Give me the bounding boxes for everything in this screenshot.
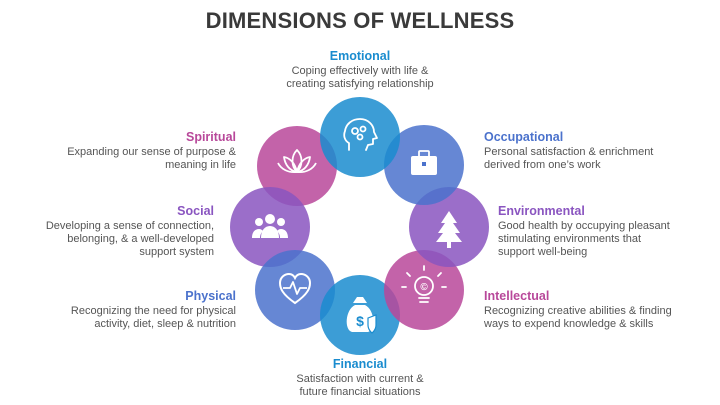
occupational-heading: Occupational [484,130,564,144]
circle-intellectual [384,250,464,330]
svg-text:$: $ [356,313,364,329]
briefcase-icon [411,150,437,175]
label-physical: Physical Recognizing the need for physic… [36,290,236,331]
emotional-heading: Emotional [329,49,391,63]
occupational-description: Personal satisfaction & enrichment deriv… [484,146,654,171]
label-spiritual: Spiritual Expanding our sense of purpose… [36,131,236,172]
environmental-description: Good health by occupying pleasant stimul… [498,220,670,258]
svg-text:©: © [420,282,428,293]
label-financial: Financial Satisfaction with current & fu… [260,358,460,399]
circle-emotional [320,97,400,177]
label-social: Social Developing a sense of connection,… [16,205,214,259]
financial-description: Satisfaction with current & future finan… [296,373,424,398]
heartbeat-icon [278,272,312,305]
tree-icon [436,211,462,248]
environmental-heading: Environmental [498,204,585,218]
money-bag-icon: $ [346,297,377,334]
intellectual-heading: Intellectual [484,289,550,303]
lightbulb-icon: © [401,265,447,303]
spiritual-heading: Spiritual [185,130,236,144]
social-heading: Social [177,204,214,218]
lotus-icon [277,149,317,174]
physical-heading: Physical [185,289,236,303]
emotional-description: Coping effectively with life & creating … [286,65,434,90]
page-title: DIMENSIONS OF WELLNESS [205,8,515,33]
label-intellectual: Intellectual Recognizing creative abilit… [484,290,714,331]
label-emotional: Emotional Coping effectively with life &… [260,50,460,91]
spiritual-description: Expanding our sense of purpose & meaning… [67,146,236,171]
head-gears-icon [343,118,378,151]
people-group-icon [252,214,288,238]
label-environmental: Environmental Good health by occupying p… [498,205,708,259]
label-occupational: Occupational Personal satisfaction & enr… [484,131,704,172]
physical-description: Recognizing the need for physical activi… [70,305,236,330]
intellectual-description: Recognizing creative abilities & finding… [484,305,672,330]
social-description: Developing a sense of connection, belong… [45,220,214,258]
circle-spiritual [257,126,337,206]
financial-heading: Financial [332,357,388,371]
